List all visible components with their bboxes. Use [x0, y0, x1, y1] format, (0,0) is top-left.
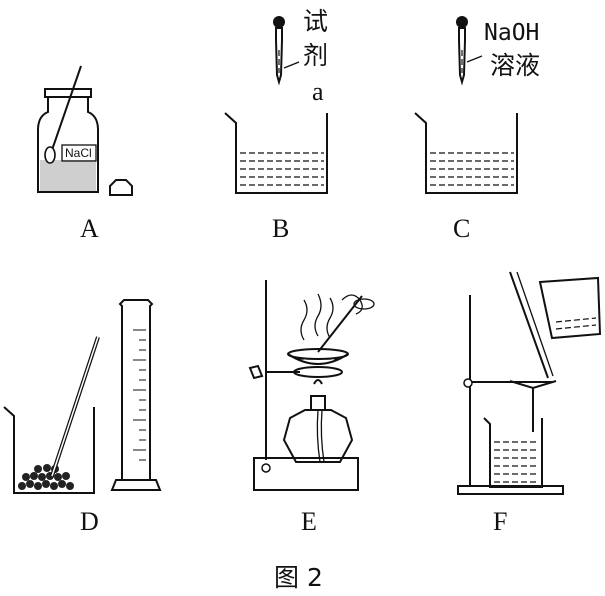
- panel-c-beaker-dropper: NaOH 溶液 C: [414, 16, 540, 243]
- reagent-a-char2: 剂: [303, 41, 328, 70]
- panel-a-reagent-bottle: NaCl A: [37, 65, 133, 243]
- panel-d-letter: D: [80, 507, 99, 536]
- beaker-b-liquid: [240, 152, 324, 186]
- panel-f-filtration: F: [457, 271, 602, 536]
- beaker-f-liquid: [494, 441, 539, 483]
- solution-label: 溶液: [490, 51, 540, 80]
- beaker-c-liquid: [430, 152, 514, 186]
- panel-c-letter: C: [453, 214, 470, 243]
- panel-b-letter: B: [272, 214, 289, 243]
- panel-b-beaker-dropper: 试 剂 a B: [224, 7, 328, 243]
- figure-caption: 图 2: [274, 563, 323, 592]
- panel-e-letter: E: [301, 507, 317, 536]
- reagent-a-char1: 试: [303, 7, 328, 36]
- panel-e-evaporation: E: [248, 280, 375, 536]
- solid-particles: [18, 464, 74, 490]
- naoh-label: NaOH: [484, 20, 539, 46]
- bottle-label: NaCl: [65, 146, 92, 160]
- panel-f-letter: F: [493, 507, 507, 536]
- cylinder-graduations: [133, 329, 146, 461]
- panel-a-letter: A: [80, 214, 99, 243]
- panel-d-dissolving: D: [3, 299, 162, 536]
- reagent-a-char3: a: [312, 77, 324, 106]
